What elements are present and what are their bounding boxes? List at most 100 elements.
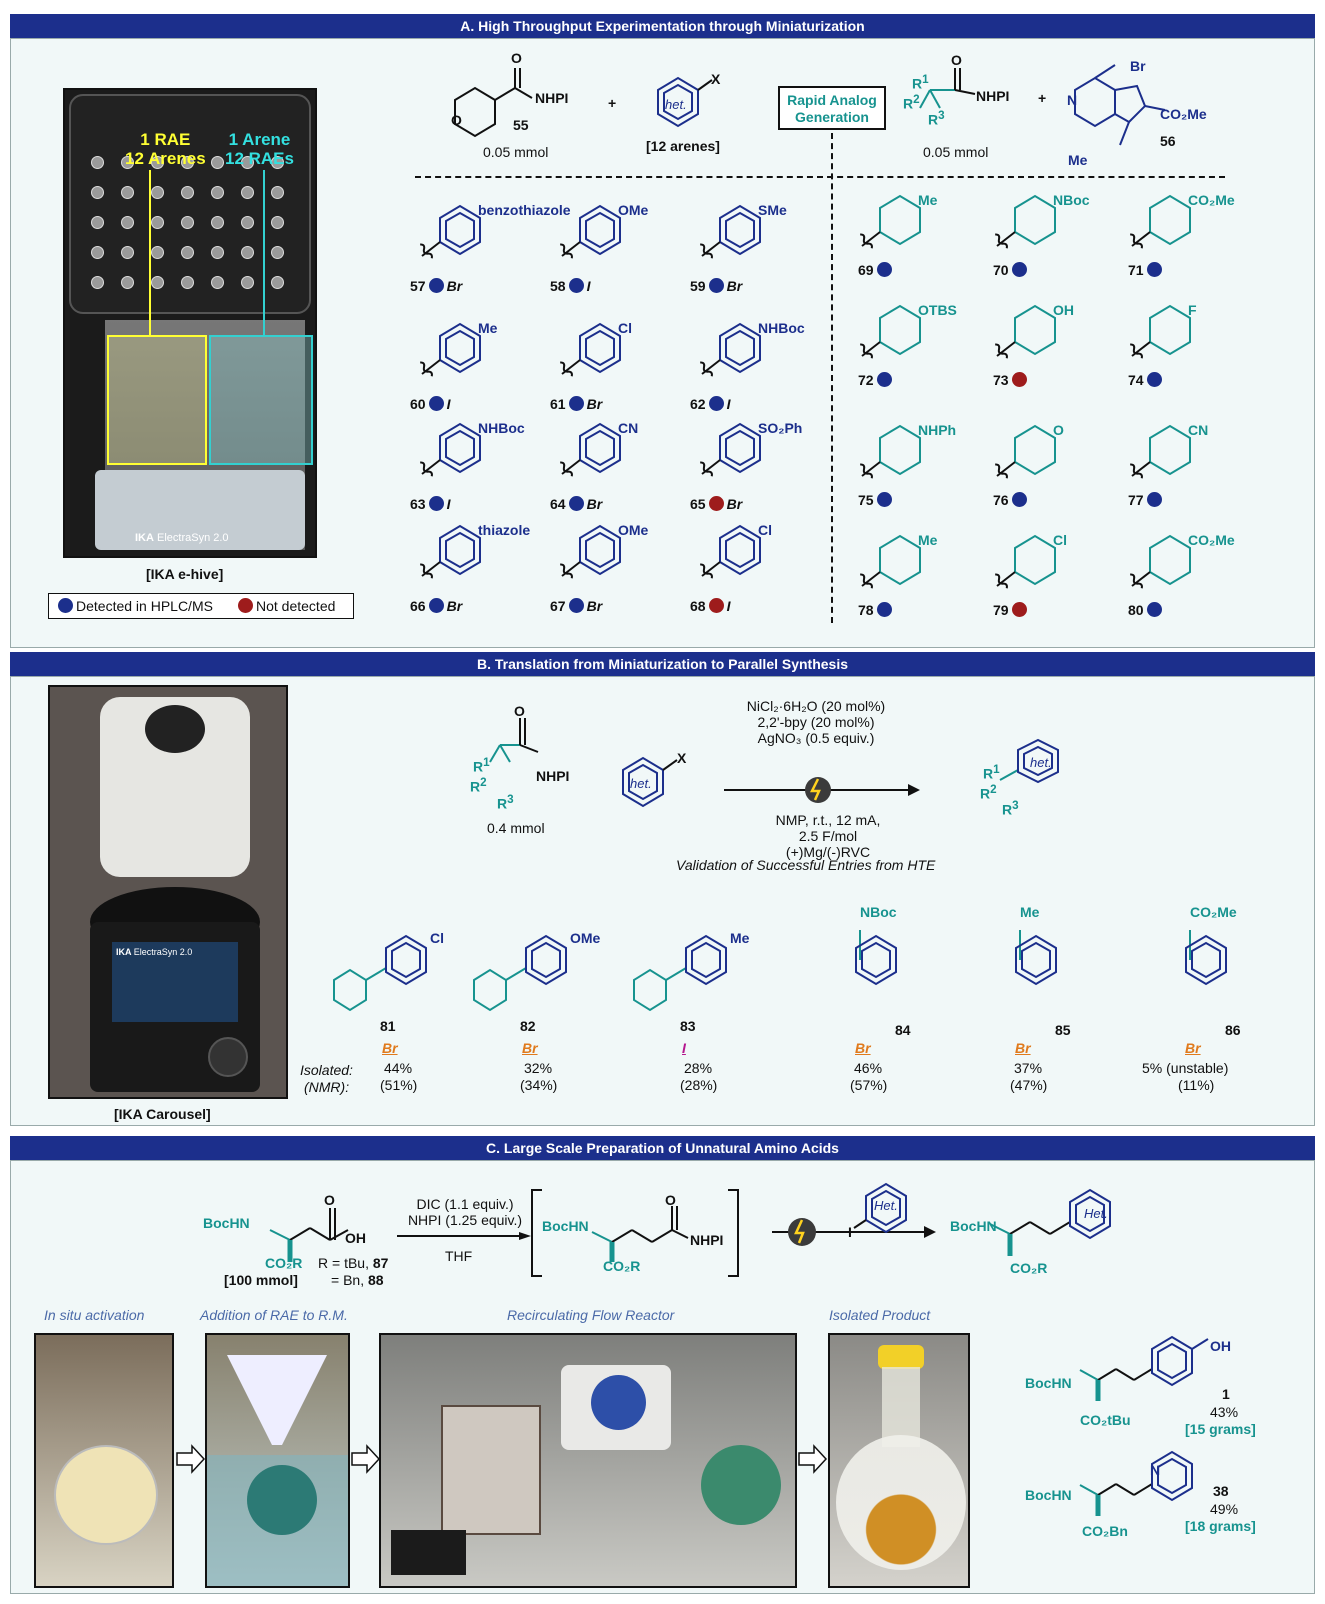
compound-label: 69 — [858, 262, 895, 278]
blue-dot-icon — [1146, 372, 1162, 387]
horizontal-divider — [415, 176, 1225, 178]
scaffold-drawing — [560, 322, 621, 377]
compound-number: 60 — [410, 396, 426, 412]
r1-b: R1 — [473, 756, 490, 775]
het-product-b: het. — [1030, 755, 1052, 770]
substituent-label: OMe — [618, 522, 649, 538]
scaffold-drawing — [420, 322, 481, 377]
product-1-structure — [1079, 1335, 1209, 1401]
het-b: het. — [630, 776, 652, 791]
vial-hole — [151, 186, 164, 199]
ester-product-38: CO₂Bn — [1082, 1523, 1128, 1539]
bochn-product-1: BocHN — [1025, 1375, 1072, 1391]
vial-hole — [151, 246, 164, 259]
rae-product-74: F 74 — [1110, 300, 1245, 400]
photo-flow-reactor — [379, 1333, 797, 1588]
co2me-56: CO₂Me — [1160, 106, 1207, 122]
compound-number: 76 — [993, 492, 1009, 508]
photo-in-situ — [34, 1333, 174, 1588]
scaffold-drawing — [420, 422, 481, 477]
vial-hole — [121, 276, 134, 289]
amount-right: 0.05 mmol — [923, 144, 989, 160]
amount-b: 0.4 mmol — [487, 820, 545, 836]
blue-dot-icon — [568, 278, 584, 293]
r2-prod-b: R2 — [980, 783, 997, 802]
halide-label: I — [726, 396, 731, 412]
substituent-label: CN — [618, 420, 639, 436]
legend-box: Detected in HPLC/MS Not detected — [48, 593, 354, 619]
nmr-yield: (11%) — [1178, 1077, 1215, 1093]
vial-hole — [151, 276, 164, 289]
blue-dot-icon — [568, 598, 584, 613]
blue-dot-icon — [568, 396, 584, 411]
ring-o: O — [451, 112, 462, 128]
vial-hole — [211, 156, 224, 169]
compound-label: 76 — [993, 492, 1030, 508]
blue-dot-icon — [428, 396, 444, 411]
carousel-base: IKA ElectraSyn 2.0 — [90, 922, 260, 1092]
scaffold-drawing — [700, 204, 761, 259]
yield-product-1: 43% — [1210, 1404, 1239, 1420]
blue-dot-icon — [568, 496, 584, 511]
vial-hole — [181, 216, 194, 229]
r-def-1: R = tBu, 87 — [318, 1255, 389, 1271]
r3-prod-b: R3 — [1002, 799, 1019, 818]
product-number: 83 — [680, 1018, 696, 1034]
product-substituent: NBoc — [860, 904, 897, 920]
substituent-label: O — [1053, 422, 1064, 438]
r2-b: R2 — [470, 776, 487, 795]
blue-dot-icon — [876, 492, 892, 507]
pump-head-icon — [591, 1375, 646, 1430]
funnel-filter — [227, 1355, 327, 1445]
substituent-label: Cl — [618, 320, 632, 336]
nmr-yield: (28%) — [680, 1077, 718, 1093]
product-substituent: Me — [1020, 904, 1040, 920]
scaffold-drawing — [860, 194, 921, 249]
compound-number: 80 — [1128, 602, 1144, 618]
halide-label: Br — [446, 598, 463, 614]
vial-hole — [211, 216, 224, 229]
compound-number: 65 — [690, 496, 706, 512]
vial-hole — [271, 246, 284, 259]
compound-number: 75 — [858, 492, 874, 508]
nhpi-55: NHPI — [535, 90, 569, 106]
nhpi-right: NHPI — [976, 88, 1010, 104]
co2r-prod: CO₂R — [1010, 1260, 1048, 1276]
vial-hole — [181, 246, 194, 259]
nmr-yield: (34%) — [520, 1077, 558, 1093]
legend-detected: Detected in HPLC/MS — [55, 598, 213, 614]
product-number: 84 — [895, 1022, 911, 1038]
photo-isolated — [828, 1333, 970, 1588]
compound-number: 74 — [1128, 372, 1144, 388]
vial-hole — [271, 276, 284, 289]
carousel-knob — [145, 705, 205, 753]
compound-label: 74 — [1128, 372, 1165, 388]
scaffold-drawing — [860, 424, 921, 479]
r1-prod-b: R1 — [983, 763, 1000, 782]
flask-neck — [882, 1367, 920, 1447]
het-c: Het. — [874, 1198, 898, 1213]
isolated-yield: 46% — [854, 1060, 883, 1076]
vial-hole — [211, 276, 224, 289]
ester-product-1: CO₂tBu — [1080, 1412, 1131, 1428]
br-56: Br — [1130, 58, 1146, 74]
nmr-yield: (51%) — [380, 1077, 418, 1093]
substituent-label: F — [1188, 302, 1197, 318]
compound-label: 77 — [1128, 492, 1165, 508]
compound-number: 77 — [1128, 492, 1144, 508]
substituent-label: NHBoc — [758, 320, 805, 336]
substituent-label: Cl — [758, 522, 772, 538]
vial-hole — [151, 216, 164, 229]
oxo-o: O — [511, 50, 522, 66]
vertical-divider — [831, 133, 833, 623]
blue-dot-icon — [1146, 602, 1162, 617]
